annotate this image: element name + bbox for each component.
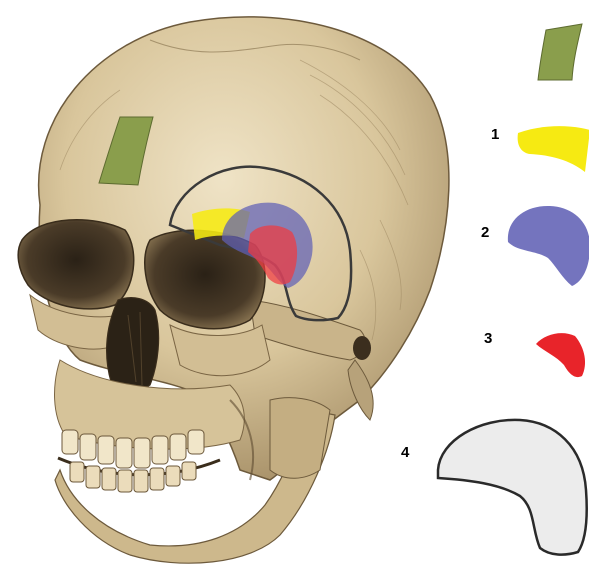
legend-blue-region (508, 206, 589, 286)
legend-yellow-region (518, 126, 589, 172)
legend-number-2: 2 (481, 224, 489, 241)
legend-number-1: 1 (491, 126, 499, 143)
legend-red-region (536, 333, 585, 377)
legend-number-4: 4 (401, 444, 409, 461)
legend-number-3: 3 (484, 330, 492, 347)
legend-green-plate (538, 24, 582, 80)
legend-outline-region (438, 420, 587, 555)
lower-teeth (70, 462, 196, 492)
nasal-cavity (107, 298, 159, 391)
left-eye-socket (18, 220, 134, 309)
legend (438, 24, 589, 555)
skull-illustration (18, 17, 449, 563)
